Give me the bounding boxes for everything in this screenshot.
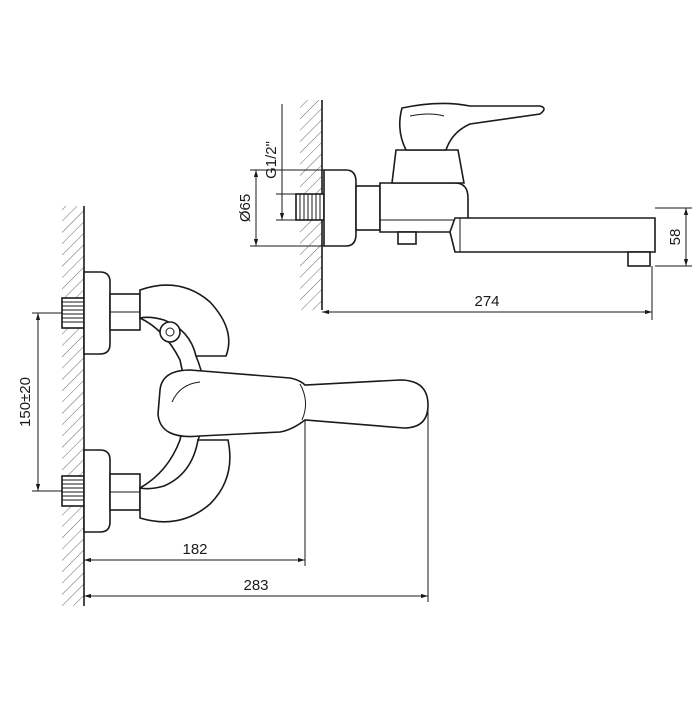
top-connector-nut <box>355 185 381 231</box>
top-flange <box>323 169 357 247</box>
top-view: G1/2" Ø65 58 274 <box>237 100 692 320</box>
top-cartridge-cap <box>391 149 465 184</box>
front-wall-hatch <box>62 206 84 606</box>
top-diverter <box>397 231 417 245</box>
front-lower-flange <box>83 449 111 533</box>
top-handle-lever <box>398 102 545 151</box>
front-body-upper <box>139 284 230 357</box>
front-total-length-label: 283 <box>243 577 268 594</box>
top-spout-height-label: 58 <box>667 229 684 246</box>
top-thread-label: G1/2" <box>263 141 280 179</box>
top-spout-length-label: 274 <box>474 293 499 310</box>
front-diverter-knob <box>159 321 181 343</box>
front-handle-length-label: 182 <box>182 541 207 558</box>
top-aerator <box>627 251 651 267</box>
front-handle-lever <box>157 369 429 438</box>
front-body-lower <box>139 439 231 523</box>
front-view: 150±20 182 283 <box>17 206 429 606</box>
front-upper-flange <box>83 271 111 355</box>
top-flange-label: Ø65 <box>237 194 254 222</box>
top-spout <box>449 217 656 253</box>
front-spacing-label: 150±20 <box>17 377 34 427</box>
